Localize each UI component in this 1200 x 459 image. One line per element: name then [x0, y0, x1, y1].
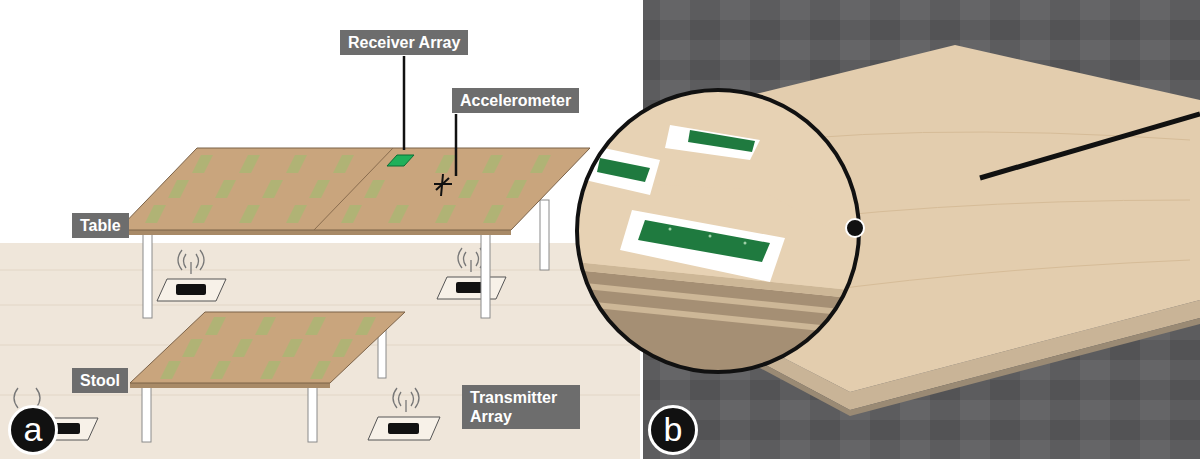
- table-top: [118, 148, 590, 230]
- part-label: Accelerometer: [452, 88, 579, 113]
- table-legs: [143, 200, 549, 318]
- leader-line: [455, 114, 458, 176]
- panel-letter-text: a: [11, 408, 55, 450]
- transmitter: [14, 248, 506, 440]
- highlighted-receiver: [387, 155, 414, 166]
- stool-top: [130, 312, 405, 383]
- label-text: Receiver Array: [348, 33, 460, 52]
- stool-patches: [160, 317, 376, 379]
- table-edge: [118, 230, 511, 235]
- panel-letter: b: [648, 405, 698, 455]
- stool-edge: [130, 383, 330, 388]
- leader-line: [403, 56, 406, 150]
- label-text: Transmitter Array: [470, 388, 572, 426]
- label-text: Accelerometer: [460, 91, 571, 110]
- zoom-inset: [570, 85, 870, 390]
- part-label: Table: [72, 213, 129, 238]
- accelerometer-symbol: [434, 174, 452, 196]
- table-seam: [314, 148, 393, 230]
- panel-letter: a: [8, 405, 58, 455]
- part-label: Receiver Array: [340, 30, 468, 55]
- receiver-patches: [145, 155, 551, 223]
- floor-grain: [0, 270, 640, 395]
- wall: [0, 0, 640, 459]
- part-label: Transmitter Array: [462, 385, 580, 429]
- floor: [0, 243, 640, 459]
- panel-letter-text: b: [651, 408, 695, 450]
- label-text: Table: [80, 216, 121, 235]
- part-label: Stool: [72, 368, 128, 393]
- label-text: Stool: [80, 371, 120, 390]
